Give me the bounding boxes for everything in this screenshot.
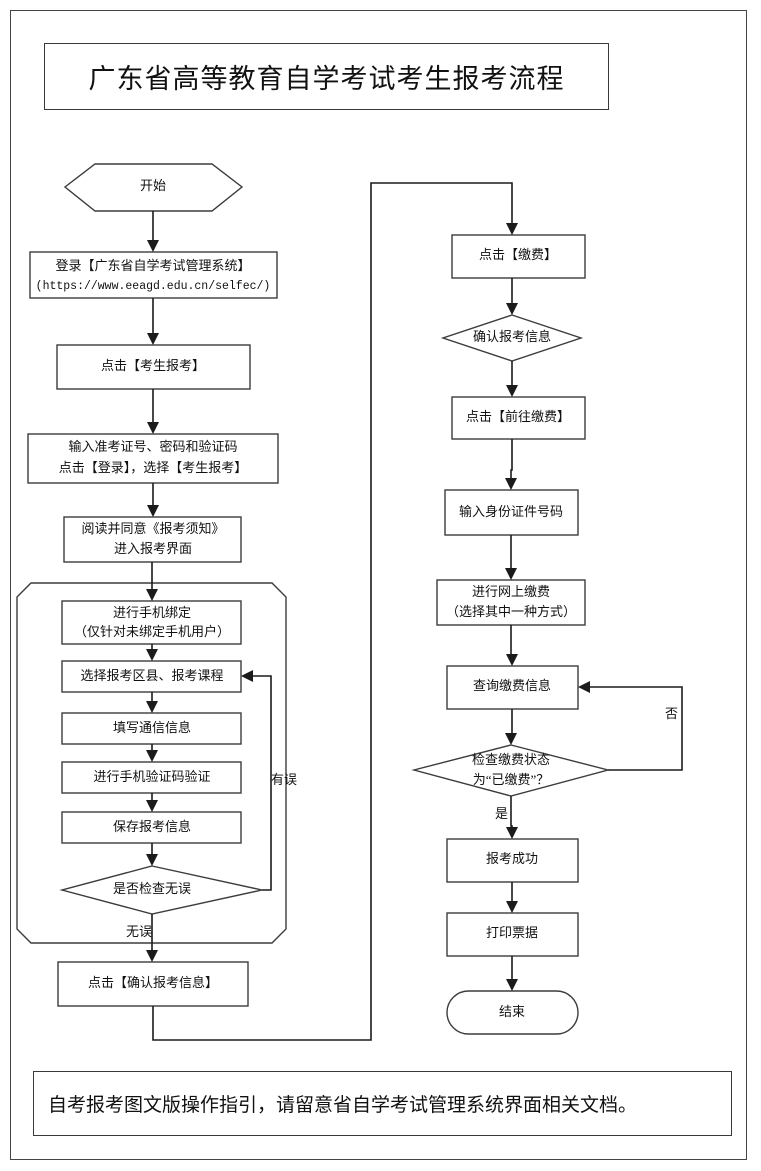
node-bind-phone-label-line2: （仅针对未绑定手机用户）: [74, 624, 230, 639]
edge-bind-phone-to-select-area-arrow: [146, 649, 158, 661]
edge-label-has-error: 有误: [271, 772, 297, 787]
edge-confirm-info-to-click-pay-arrow: [506, 223, 518, 235]
node-apply-ok-label: 报考成功: [486, 851, 538, 866]
page-title: 广东省高等教育自学考试考生报考流程: [88, 64, 565, 94]
edge-click-apply-to-enter-creds-arrow: [147, 422, 159, 434]
node-start-shape[interactable]: [63, 163, 244, 212]
node-save-info-label: 保存报考信息: [113, 819, 191, 834]
node-apply-ok-shape[interactable]: [446, 838, 579, 883]
edge-label-no: 否: [665, 706, 678, 721]
node-click-pay-label: 点击【缴费】: [479, 247, 557, 262]
edge-query-pay-to-check-paid-arrow: [505, 733, 517, 745]
edge-check-paid-to-query-pay-loop: [586, 686, 683, 771]
node-enter-id-label: 输入身份证件号码: [459, 504, 563, 519]
edge-goto-pay-to-enter-id-arrow: [505, 478, 517, 490]
edge-confirm-apply-to-goto-pay-arrow: [506, 385, 518, 397]
node-goto-pay-label: 点击【前往缴费】: [466, 409, 570, 424]
edge-check-paid-to-apply-ok-arrow: [506, 827, 518, 839]
node-print-receipt-label: 打印票据: [486, 925, 538, 940]
node-select-area-label: 选择报考区县、报考课程: [80, 668, 223, 683]
group-box-repeatable-steps: [16, 582, 287, 944]
page-outer-border: [10, 10, 747, 1160]
edge-online-pay-to-query-pay-arrow: [506, 654, 518, 666]
edge-click-pay-to-confirm-apply-arrow: [506, 303, 518, 315]
edge-check-paid-to-apply-ok: [510, 796, 513, 831]
node-query-pay-shape[interactable]: [446, 665, 579, 710]
edge-select-area-to-fill-contact-arrow: [146, 701, 158, 713]
node-bind-phone-label-line1: 进行手机绑定: [113, 605, 191, 620]
node-fill-contact-shape[interactable]: [61, 712, 242, 745]
node-confirm-info-label: 点击【确认报考信息】: [88, 975, 218, 990]
edge-online-pay-to-query-pay: [510, 625, 512, 659]
edge-enter-creds-to-read-notice-arrow: [147, 505, 159, 517]
node-enter-creds-label-line1: 输入准考证号、密码和验证码: [68, 439, 237, 454]
footer-note-text: 自考报考图文版操作指引，请留意省自学考试管理系统界面相关文档。: [48, 1095, 638, 1116]
title-box: 广东省高等教育自学考试考生报考流程: [44, 43, 609, 110]
node-click-apply-shape[interactable]: [56, 344, 251, 390]
edge-print-receipt-to-end-arrow: [506, 979, 518, 991]
node-enter-creds-label-line2: 点击【登录】，选择【考生报考】: [59, 460, 248, 475]
edge-check-paid-to-query-pay-arrow: [578, 681, 590, 693]
node-check-ok-label: 是否检查无误: [113, 881, 191, 896]
node-confirm-apply-label: 确认报考信息: [473, 329, 551, 344]
node-read-notice-shape[interactable]: [63, 516, 242, 563]
node-online-pay-label-line2: （选择其中一种方式）: [446, 604, 576, 619]
edge-check-ok-to-select-area-loop: [249, 675, 272, 891]
edge-login-to-click-apply-arrow: [147, 333, 159, 345]
edge-apply-ok-to-print-receipt-arrow: [506, 901, 518, 913]
node-start-label: 开始: [140, 178, 166, 193]
node-save-info-shape[interactable]: [61, 811, 242, 844]
edge-read-notice-to-bind-phone-arrow: [146, 589, 158, 601]
node-login-label-line2: (https://www.eeagd.edu.cn/selfec/): [36, 280, 271, 293]
node-query-pay-label: 查询缴费信息: [473, 678, 551, 693]
edge-start-to-login-arrow: [147, 240, 159, 252]
node-end-shape[interactable]: [446, 990, 579, 1035]
node-sms-verify-shape[interactable]: [61, 761, 242, 794]
node-login-label-line1: 登录【广东省自学考试管理系统】: [55, 258, 250, 273]
node-confirm-info-shape[interactable]: [57, 961, 249, 1007]
edge-query-pay-to-check-paid: [511, 709, 513, 738]
edge-enter-id-to-online-pay-arrow: [505, 568, 517, 580]
node-check-paid-label-line1: 检查缴费状态: [472, 752, 550, 767]
node-online-pay-label-line1: 进行网上缴费: [472, 584, 550, 599]
node-check-paid-label-line2: 为“已缴费”？: [473, 772, 550, 787]
footer-note-box: 自考报考图文版操作指引，请留意省自学考试管理系统界面相关文档。: [33, 1071, 732, 1136]
node-read-notice-label-line2: 进入报考界面: [114, 541, 192, 556]
edge-check-ok-to-select-area-arrow: [241, 670, 253, 682]
edge-sms-verify-to-save-info-arrow: [146, 800, 158, 812]
edge-save-info-to-check-ok-arrow: [146, 854, 158, 866]
node-click-pay-shape[interactable]: [451, 234, 586, 279]
edge-label-yes: 是: [495, 806, 508, 821]
edge-goto-pay-to-enter-id: [510, 439, 513, 482]
node-sms-verify-label: 进行手机验证码验证: [93, 769, 210, 784]
node-print-receipt-shape[interactable]: [446, 912, 579, 957]
node-select-area-shape[interactable]: [61, 660, 242, 693]
edge-confirm-info-to-click-pay: [152, 182, 513, 1041]
node-read-notice-label-line1: 阅读并同意《报考须知》: [81, 521, 224, 536]
edge-check-ok-to-confirm-info-arrow: [146, 950, 158, 962]
node-click-apply-label: 点击【考生报考】: [101, 358, 205, 373]
node-fill-contact-label: 填写通信信息: [113, 720, 191, 735]
node-goto-pay-shape[interactable]: [451, 396, 586, 440]
edge-label-no-error: 无误: [126, 924, 152, 939]
node-bind-phone-shape[interactable]: [61, 600, 242, 645]
node-end-label: 结束: [499, 1004, 525, 1019]
edge-fill-contact-to-sms-verify-arrow: [146, 750, 158, 762]
